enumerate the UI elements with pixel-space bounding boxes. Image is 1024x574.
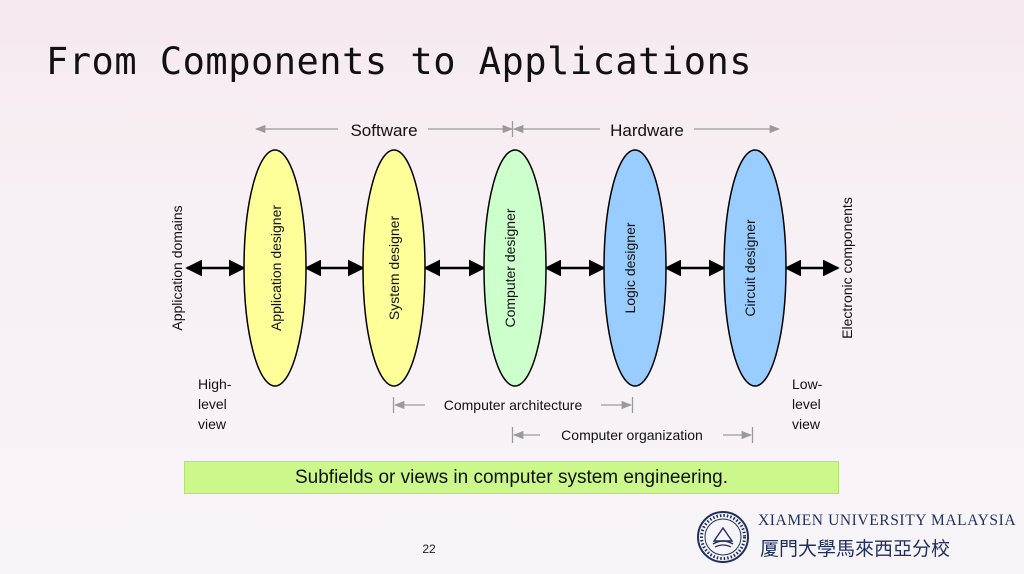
computer-organization-span: Computer organization	[511, 427, 754, 443]
computer-designer-label: Computer designer	[502, 208, 518, 327]
caption-box: Subfields or views in computer system en…	[184, 461, 839, 494]
system-designer-ellipse	[362, 149, 426, 387]
low-level-view-label: Low- level view	[792, 376, 823, 432]
logic-designer-label: Logic designer	[622, 222, 638, 313]
software-label: Software	[350, 121, 417, 140]
svg-text:level: level	[792, 396, 821, 412]
application-designer-label: Application designer	[268, 205, 284, 331]
svg-text:view: view	[198, 416, 227, 432]
svg-text:level: level	[198, 396, 227, 412]
system-designer-label: System designer	[386, 216, 402, 321]
electronic-components-label: Electronic components	[839, 197, 855, 339]
svg-text:view: view	[792, 416, 821, 432]
circuit-designer-label: Circuit designer	[742, 219, 758, 317]
designer-system: System designer	[362, 149, 426, 387]
hardware-span: Hardware	[512, 121, 781, 140]
application-domains-label: Application domains	[169, 205, 185, 330]
university-name-english: XIAMEN UNIVERSITY MALAYSIA	[758, 512, 1017, 529]
svg-text:High-: High-	[198, 376, 232, 392]
computer-architecture-span: Computer architecture	[392, 397, 634, 413]
high-level-view-label: High- level view	[198, 376, 232, 432]
svg-text:Low-: Low-	[792, 376, 823, 392]
logic-designer-ellipse	[603, 149, 667, 387]
page-number: 22	[422, 542, 436, 556]
software-span: Software	[254, 121, 514, 140]
computer-architecture-label: Computer architecture	[444, 397, 583, 413]
designer-application: Application designer	[243, 149, 307, 387]
designer-circuit: Circuit designer	[723, 149, 787, 387]
university-name-chinese: 厦門大學馬來西亞分校	[760, 538, 951, 560]
university-logo: XIAMEN UNIVERSITY MALAYSIA 厦門大學馬來西亞分校	[696, 508, 1016, 570]
slide-title: From Components to Applications	[46, 40, 753, 83]
designer-logic: Logic designer	[603, 149, 667, 387]
computer-organization-label: Computer organization	[561, 427, 703, 443]
application-designer-ellipse	[243, 149, 307, 387]
circuit-designer-ellipse	[723, 149, 787, 387]
designer-computer: Computer designer	[483, 149, 547, 387]
caption-text: Subfields or views in computer system en…	[295, 466, 728, 488]
computer-designer-ellipse	[483, 149, 547, 387]
hardware-label: Hardware	[610, 121, 684, 140]
university-seal-icon	[697, 511, 749, 563]
